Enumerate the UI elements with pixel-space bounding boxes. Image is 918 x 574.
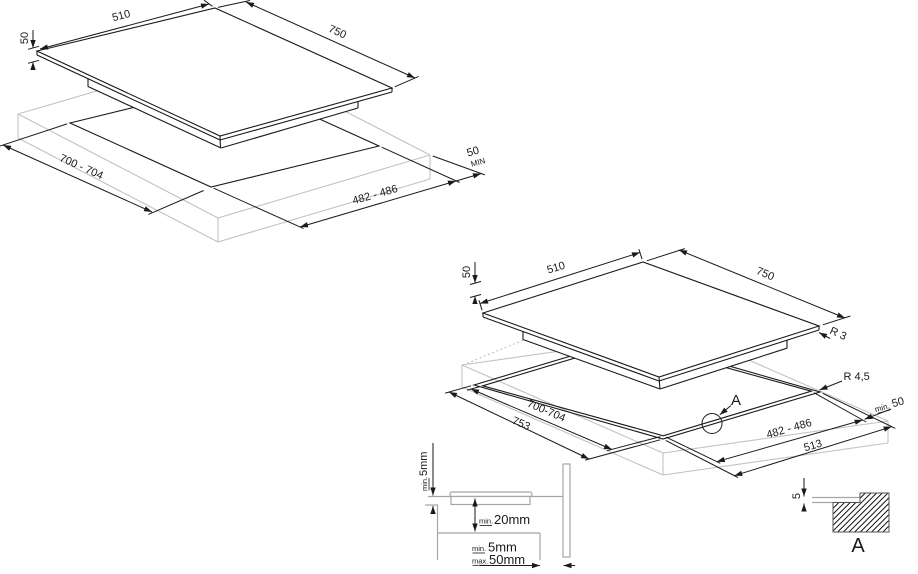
- dim-height-flush: 50: [461, 266, 473, 278]
- svg-text:50mm: 50mm: [489, 552, 525, 567]
- view-flush-install: 510 750 50 700-704 753 482 - 486 513 R 3…: [445, 248, 906, 478]
- svg-text:min.: min.: [420, 477, 429, 491]
- dim-margin: 50: [465, 145, 480, 160]
- view-standard-install: 510 750 50 700 - 704 482 - 486 50 MIN: [0, 0, 487, 243]
- dim-lines: [0, 0, 485, 230]
- dim-height: 50: [19, 32, 31, 44]
- dim-depth-flush: 750: [754, 265, 776, 283]
- detail-label: A: [851, 535, 865, 557]
- detail-marker-label: A: [731, 392, 741, 409]
- hatched-section: [832, 492, 890, 533]
- svg-text:min.: min.: [472, 544, 486, 553]
- detail-a-view: 5 A: [791, 478, 890, 557]
- section-furniture: [425, 463, 571, 560]
- section-view: min. 5mm min. 20mm min. 5mm max. 50mm: [418, 443, 575, 569]
- dim-radius-top: R 3: [828, 325, 849, 343]
- dim-margin-flush: min. 50: [874, 395, 906, 414]
- section-top-clearance: min. 5mm: [418, 452, 430, 491]
- detail-step-dim: 5: [791, 493, 803, 499]
- svg-text:50: 50: [891, 395, 906, 410]
- svg-text:min.: min.: [479, 517, 493, 526]
- section-side-min: min. 5mm: [472, 540, 517, 555]
- svg-text:max.: max.: [472, 557, 488, 566]
- dim-margin-unit: MIN: [470, 156, 487, 169]
- svg-text:5mm: 5mm: [418, 452, 430, 476]
- hidden-edge-dotted: [462, 336, 532, 366]
- section-dim-lines: [430, 443, 575, 569]
- dim-width-flush: 510: [546, 260, 567, 277]
- svg-text:5mm: 5mm: [488, 540, 517, 555]
- dim-depth-top: 750: [326, 23, 348, 41]
- dim-lines-flush: [445, 248, 896, 478]
- dim-recess-width: 513: [803, 438, 824, 455]
- dim-radius-recess: R 4,5: [844, 371, 870, 383]
- detail-marker-circle: [701, 413, 723, 434]
- section-gap: min. 20mm: [479, 512, 530, 527]
- section-side-max: max. 50mm: [472, 552, 525, 567]
- dim-width-top: 510: [111, 8, 132, 24]
- svg-text:20mm: 20mm: [494, 512, 530, 527]
